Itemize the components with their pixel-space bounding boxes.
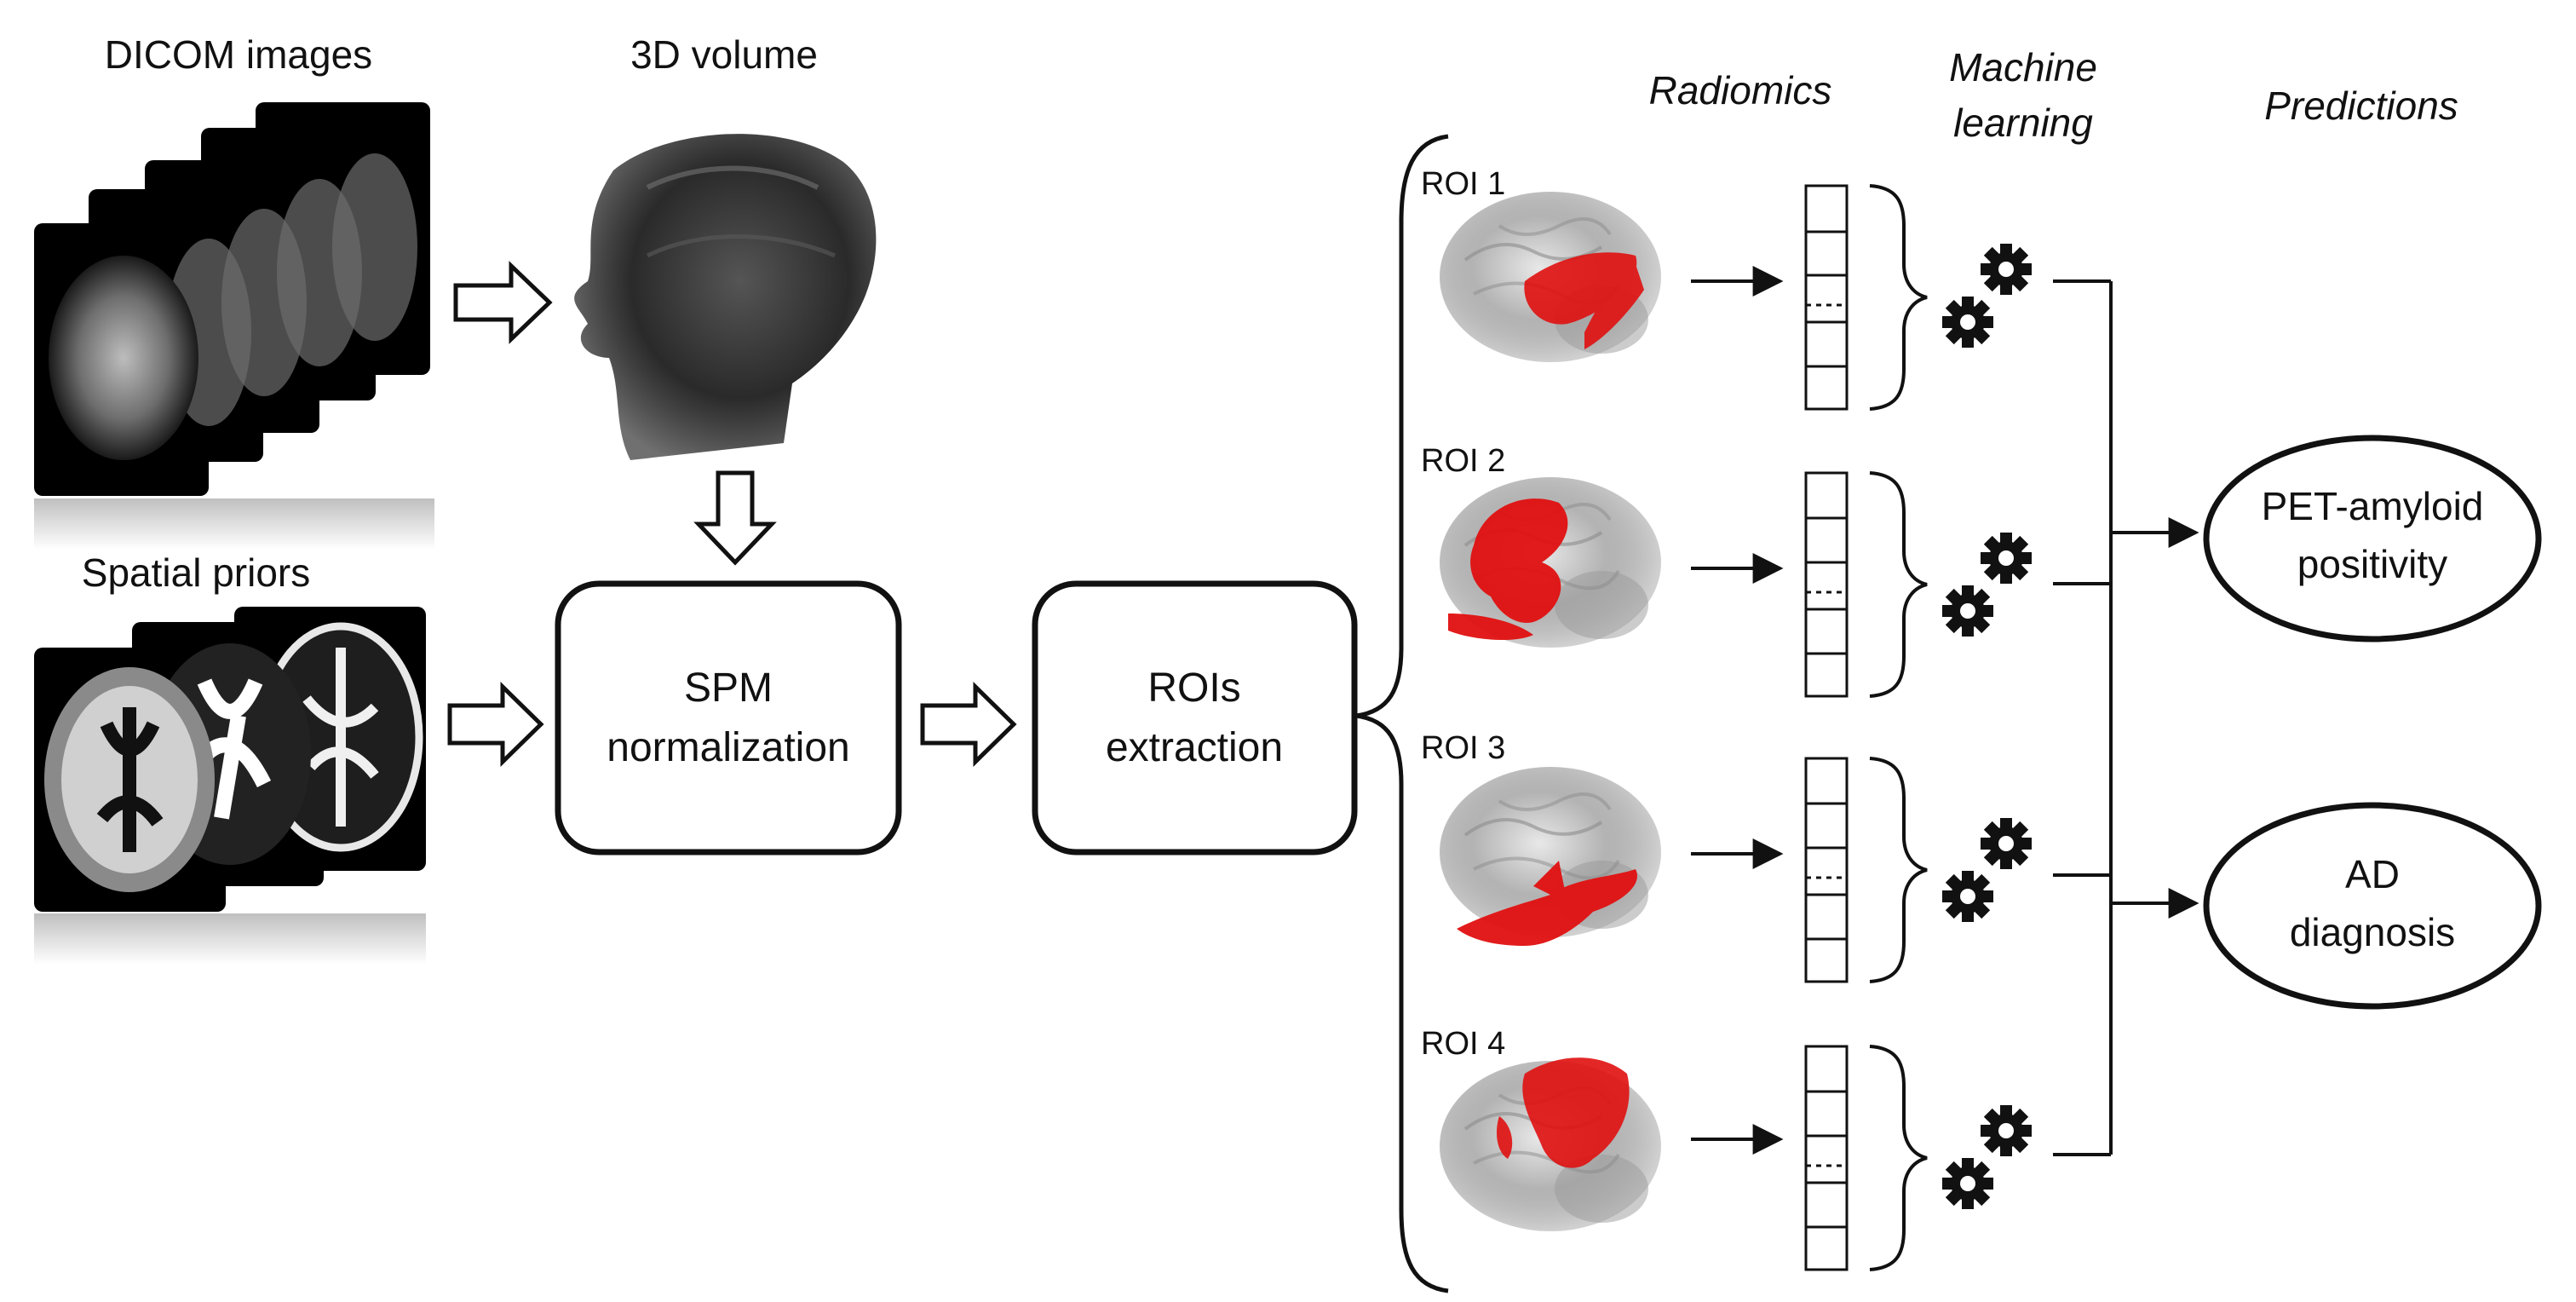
- radiomics-label: Radiomics: [1649, 68, 1832, 112]
- volume-3d-head: [574, 134, 877, 461]
- pet-amyloid-positivity-node: [2203, 435, 2542, 642]
- spatial-priors-label: Spatial priors: [82, 550, 310, 595]
- roi-row: ROI 4: [1421, 1026, 2111, 1271]
- roi-label: ROI 3: [1421, 730, 1505, 766]
- roi-curly-brace: [1355, 134, 1449, 1293]
- pet-node-line2: positivity: [2297, 542, 2447, 586]
- dicom-images-label: DICOM images: [105, 32, 372, 77]
- gear-icon: [1942, 1158, 1993, 1209]
- feature-vector: [1804, 471, 1849, 698]
- spm-normalization-box: [555, 580, 902, 856]
- roi-label: ROI 4: [1421, 1026, 1505, 1062]
- hollow-arrow-icon: [453, 261, 553, 344]
- hollow-arrow-icon: [920, 682, 1017, 767]
- roi-row: ROI 2: [1421, 443, 2111, 698]
- roi-highlight: [1457, 861, 1637, 946]
- roi-row: ROI 3: [1421, 730, 2111, 983]
- ad-node-line1: AD: [2345, 852, 2400, 896]
- feature-vector: [1804, 184, 1849, 411]
- roi-label: ROI 1: [1421, 166, 1505, 202]
- spm-box-line1: SPM: [684, 665, 773, 711]
- ad-node-line2: diagnosis: [2290, 910, 2455, 954]
- machine-learning-label-line2: learning: [1953, 101, 2093, 145]
- gear-icon: [1981, 533, 2032, 584]
- volume-3d-label: 3D volume: [630, 32, 818, 77]
- gear-icon: [1942, 585, 1993, 637]
- predictions-label: Predictions: [2264, 84, 2458, 128]
- roi-row: ROI 1: [1421, 166, 2111, 411]
- machine-learning-label-line1: Machine: [1949, 45, 2097, 89]
- pet-node-line1: PET-amyloid: [2262, 484, 2484, 528]
- spm-box-line2: normalization: [607, 725, 849, 770]
- rois-box-line2: extraction: [1106, 725, 1283, 770]
- rois-extraction-box: [1032, 580, 1358, 856]
- feature-vector: [1804, 757, 1849, 983]
- gear-icon: [1981, 1105, 2032, 1156]
- gear-icon: [1942, 297, 1993, 348]
- spatial-priors-stack: [34, 607, 426, 965]
- hollow-arrow-icon: [447, 682, 544, 767]
- feature-vector: [1804, 1045, 1849, 1271]
- roi-highlight: [1448, 498, 1568, 641]
- hollow-arrow-icon: [693, 470, 777, 566]
- gear-icon: [1981, 244, 2032, 295]
- ad-diagnosis-node: [2203, 802, 2542, 1010]
- roi-label: ROI 2: [1421, 443, 1505, 479]
- roi-highlight: [1497, 1057, 1630, 1168]
- roi-highlight: [1524, 252, 1644, 349]
- gear-icon: [1981, 818, 2032, 869]
- rois-box-line1: ROIs: [1147, 665, 1240, 711]
- gear-icon: [1942, 871, 1993, 922]
- dicom-image-stack: [34, 102, 434, 550]
